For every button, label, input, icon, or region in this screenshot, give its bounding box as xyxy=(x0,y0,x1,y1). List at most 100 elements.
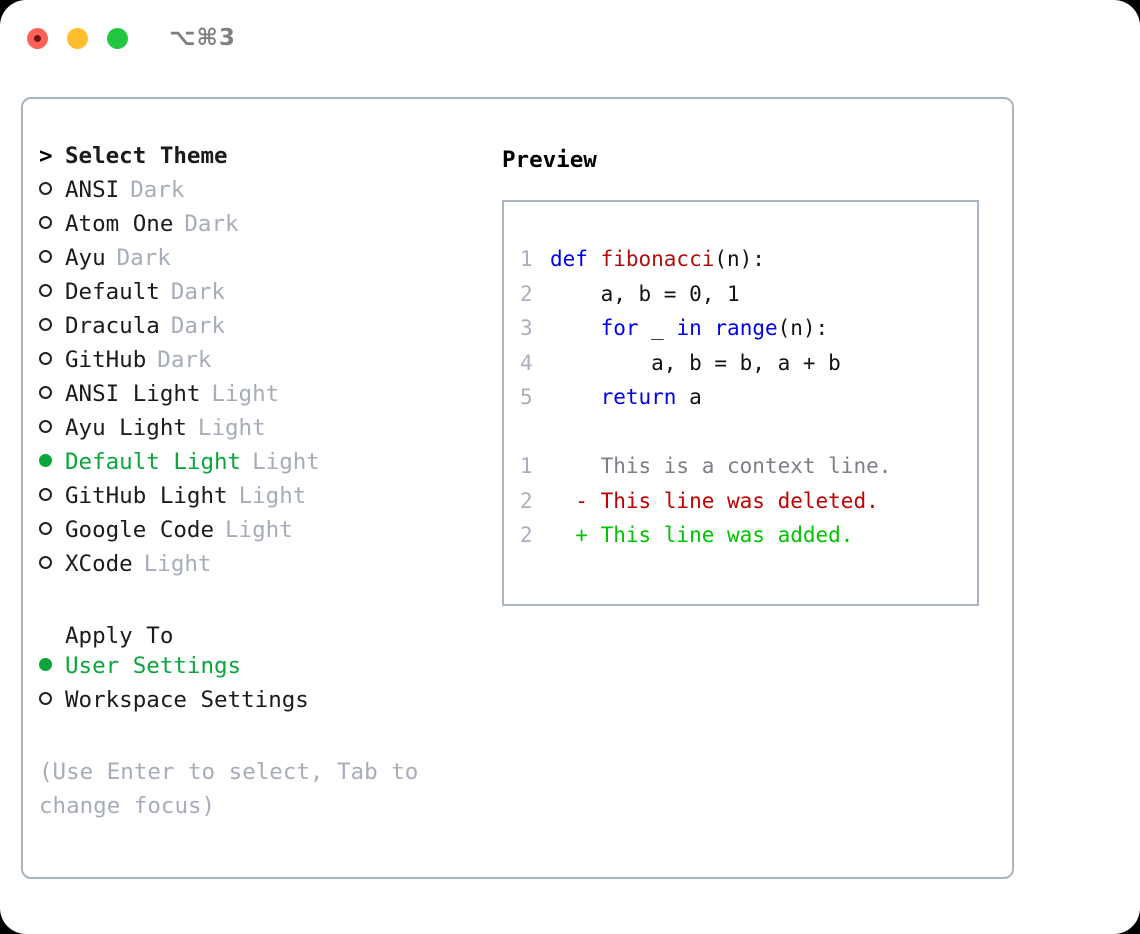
theme-list-item[interactable]: XCode Light xyxy=(39,551,479,585)
radio-unselected-icon[interactable] xyxy=(39,517,65,543)
line-number: 1 xyxy=(520,454,533,478)
code-token xyxy=(702,316,715,340)
theme-list-item[interactable]: ANSI Dark xyxy=(39,177,479,211)
code-token: a, b = 0, 1 xyxy=(550,281,740,306)
theme-variant-label: Light xyxy=(238,483,307,509)
theme-name: Ayu xyxy=(65,245,106,271)
theme-variant-label: Light xyxy=(143,551,212,577)
apply-to-option[interactable]: User Settings xyxy=(39,653,479,687)
code-token: a, b = b, a + b xyxy=(550,350,841,375)
radio-unselected-icon[interactable] xyxy=(39,483,65,509)
radio-unselected-icon[interactable] xyxy=(39,313,65,339)
close-button[interactable] xyxy=(27,27,48,49)
code-token: a xyxy=(676,385,702,409)
radio-unselected-icon[interactable] xyxy=(39,381,65,407)
select-theme-header: > Select Theme xyxy=(39,143,479,177)
code-token: (n): xyxy=(714,247,765,271)
code-token: for xyxy=(600,316,639,340)
diff-line-content: This line was added. xyxy=(600,523,854,547)
diff-line: 1 This is a context line. xyxy=(520,449,977,484)
radio-glyph-icon xyxy=(39,454,52,467)
select-theme-title: Select Theme xyxy=(65,143,228,169)
radio-glyph-icon xyxy=(39,658,52,671)
preview-title: Preview xyxy=(502,147,597,173)
code-line-content: def fibonacci(n): xyxy=(550,242,765,277)
radio-glyph-icon xyxy=(39,182,52,195)
apply-to-label: Apply To xyxy=(65,623,174,649)
theme-variant-label: Light xyxy=(225,517,293,543)
theme-list-item[interactable]: GitHub Light Light xyxy=(39,483,479,517)
line-number: 2 xyxy=(520,523,533,547)
theme-name: Google Code xyxy=(65,517,215,543)
theme-name: Ayu Light xyxy=(65,415,187,441)
keyboard-shortcut-label: ⌥⌘3 xyxy=(169,25,236,51)
radio-glyph-icon xyxy=(39,692,52,705)
theme-variant-label: Light xyxy=(211,381,280,407)
theme-variant-label: Dark xyxy=(170,279,226,305)
theme-variant-label: Dark xyxy=(130,177,185,203)
radio-glyph-icon xyxy=(39,386,52,399)
radio-unselected-icon[interactable] xyxy=(39,245,65,271)
theme-name: Default xyxy=(65,279,160,305)
radio-unselected-icon[interactable] xyxy=(39,415,65,441)
theme-variant-label: Dark xyxy=(170,313,226,339)
diff-sign xyxy=(550,449,601,484)
code-token: def xyxy=(550,247,601,271)
code-line: 5 return a xyxy=(520,380,977,415)
diff-sign: + xyxy=(550,523,601,547)
diff-sample: 1 This is a context line.2 - This line w… xyxy=(520,449,977,553)
apply-to-option-label: Workspace Settings xyxy=(65,687,309,713)
code-token: range xyxy=(714,316,778,340)
radio-glyph-icon xyxy=(39,488,52,501)
diff-line: 2 - This line was deleted. xyxy=(520,484,977,519)
section-spacer xyxy=(39,585,479,619)
radio-unselected-icon[interactable] xyxy=(39,211,65,237)
zoom-button[interactable] xyxy=(107,27,128,49)
code-token: (n): xyxy=(777,316,829,340)
theme-list-item[interactable]: Default Dark xyxy=(39,279,479,313)
theme-name: Atom One xyxy=(65,211,174,237)
radio-unselected-icon[interactable] xyxy=(39,687,65,713)
window-titlebar: ⌥⌘3 xyxy=(0,0,1140,76)
radio-unselected-icon[interactable] xyxy=(39,551,65,577)
theme-name: XCode xyxy=(65,551,133,577)
theme-list-item[interactable]: ANSI Light Light xyxy=(39,381,479,415)
code-line-content: return a xyxy=(550,380,702,415)
radio-unselected-icon[interactable] xyxy=(39,347,65,373)
diff-line: 2 + This line was added. xyxy=(520,518,977,553)
radio-glyph-icon xyxy=(39,318,52,331)
theme-name: GitHub Light xyxy=(65,483,228,509)
theme-name: ANSI xyxy=(65,177,120,203)
radio-glyph-icon xyxy=(39,352,52,365)
apply-to-option-label: User Settings xyxy=(65,653,242,679)
code-line: 2 a, b = 0, 1 xyxy=(520,277,977,312)
theme-name: ANSI Light xyxy=(65,381,201,407)
radio-glyph-icon xyxy=(39,216,52,229)
apply-to-option[interactable]: Workspace Settings xyxy=(39,687,479,721)
code-token xyxy=(550,385,601,409)
code-line-content: a, b = b, a + b xyxy=(550,346,841,381)
theme-list-item[interactable]: Google Code Light xyxy=(39,517,479,551)
radio-glyph-icon xyxy=(39,250,52,263)
minimize-button[interactable] xyxy=(67,27,88,49)
radio-selected-icon[interactable] xyxy=(39,653,65,679)
radio-unselected-icon[interactable] xyxy=(39,177,65,203)
radio-selected-icon[interactable] xyxy=(39,449,65,475)
code-diff-spacer xyxy=(520,415,977,450)
diff-sign: - xyxy=(550,488,601,513)
keyboard-hint: (Use Enter to select, Tab to change focu… xyxy=(39,759,432,819)
code-line-content: for _ in range(n): xyxy=(550,311,829,346)
theme-variant-label: Light xyxy=(252,449,320,475)
radio-unselected-icon[interactable] xyxy=(39,279,65,305)
